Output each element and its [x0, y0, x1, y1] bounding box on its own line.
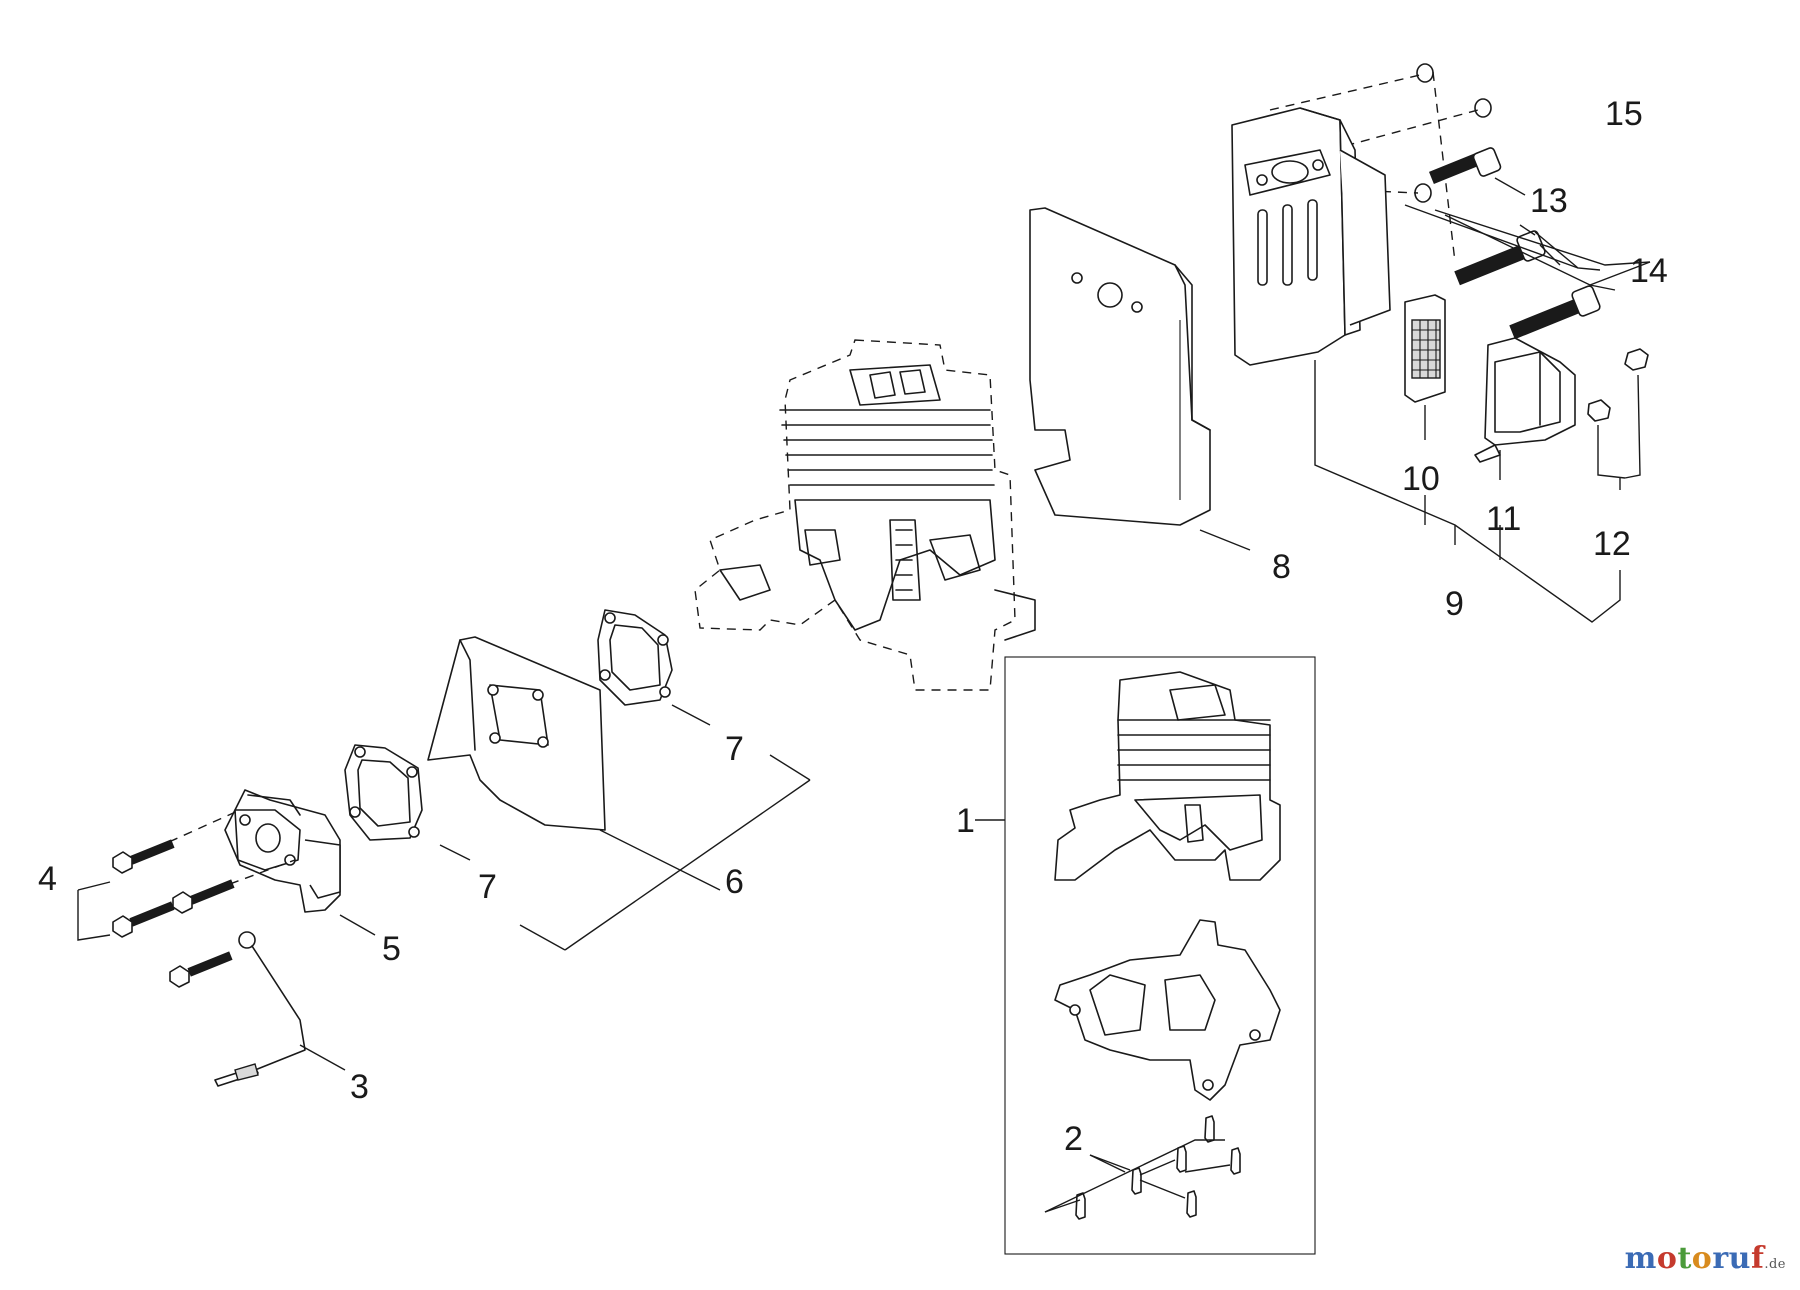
leader-lines	[77, 177, 1651, 1213]
insulator-plate	[427, 636, 606, 831]
ground-wire	[214, 931, 306, 1087]
muffler-bolts	[1269, 63, 1601, 340]
callout-6: 6	[725, 863, 744, 901]
callout-5: 5	[382, 930, 401, 968]
callout-12: 12	[1593, 525, 1631, 563]
callout-15: 15	[1605, 95, 1643, 133]
watermark-logo: motoruf.de	[1625, 1241, 1786, 1276]
callout-11: 11	[1486, 500, 1521, 538]
heat-shield	[1029, 207, 1211, 526]
callout-8: 8	[1272, 548, 1291, 586]
gasket-lower	[344, 744, 423, 841]
callout-7-upper: 7	[725, 730, 744, 768]
watermark-name: motoruf	[1624, 1241, 1765, 1276]
carburetor-adapter	[224, 789, 341, 913]
callout-labels: 15 13 14 10 11 12 9 8 7 6 7 5 4 3 1 2	[38, 95, 1668, 1158]
muffler-body	[1231, 107, 1391, 366]
callout-3: 3	[350, 1068, 369, 1106]
carburetor-screws	[112, 809, 296, 988]
callout-2: 2	[1064, 1120, 1083, 1158]
callout-9: 9	[1445, 585, 1464, 623]
callout-7-lower: 7	[478, 868, 497, 906]
callout-14: 14	[1630, 252, 1668, 290]
watermark-suffix: .de	[1764, 1257, 1786, 1272]
callout-10: 10	[1402, 460, 1440, 498]
short-block-box	[1004, 656, 1316, 1255]
spark-arrestor-screen	[1404, 294, 1446, 403]
muffler-cover	[1474, 337, 1576, 463]
engine-cylinder-dashed	[694, 339, 1036, 691]
gasket-upper	[597, 609, 673, 706]
callout-4: 4	[38, 860, 57, 898]
callout-1: 1	[956, 802, 975, 840]
callout-13: 13	[1530, 182, 1568, 220]
cover-screws	[1587, 348, 1649, 422]
